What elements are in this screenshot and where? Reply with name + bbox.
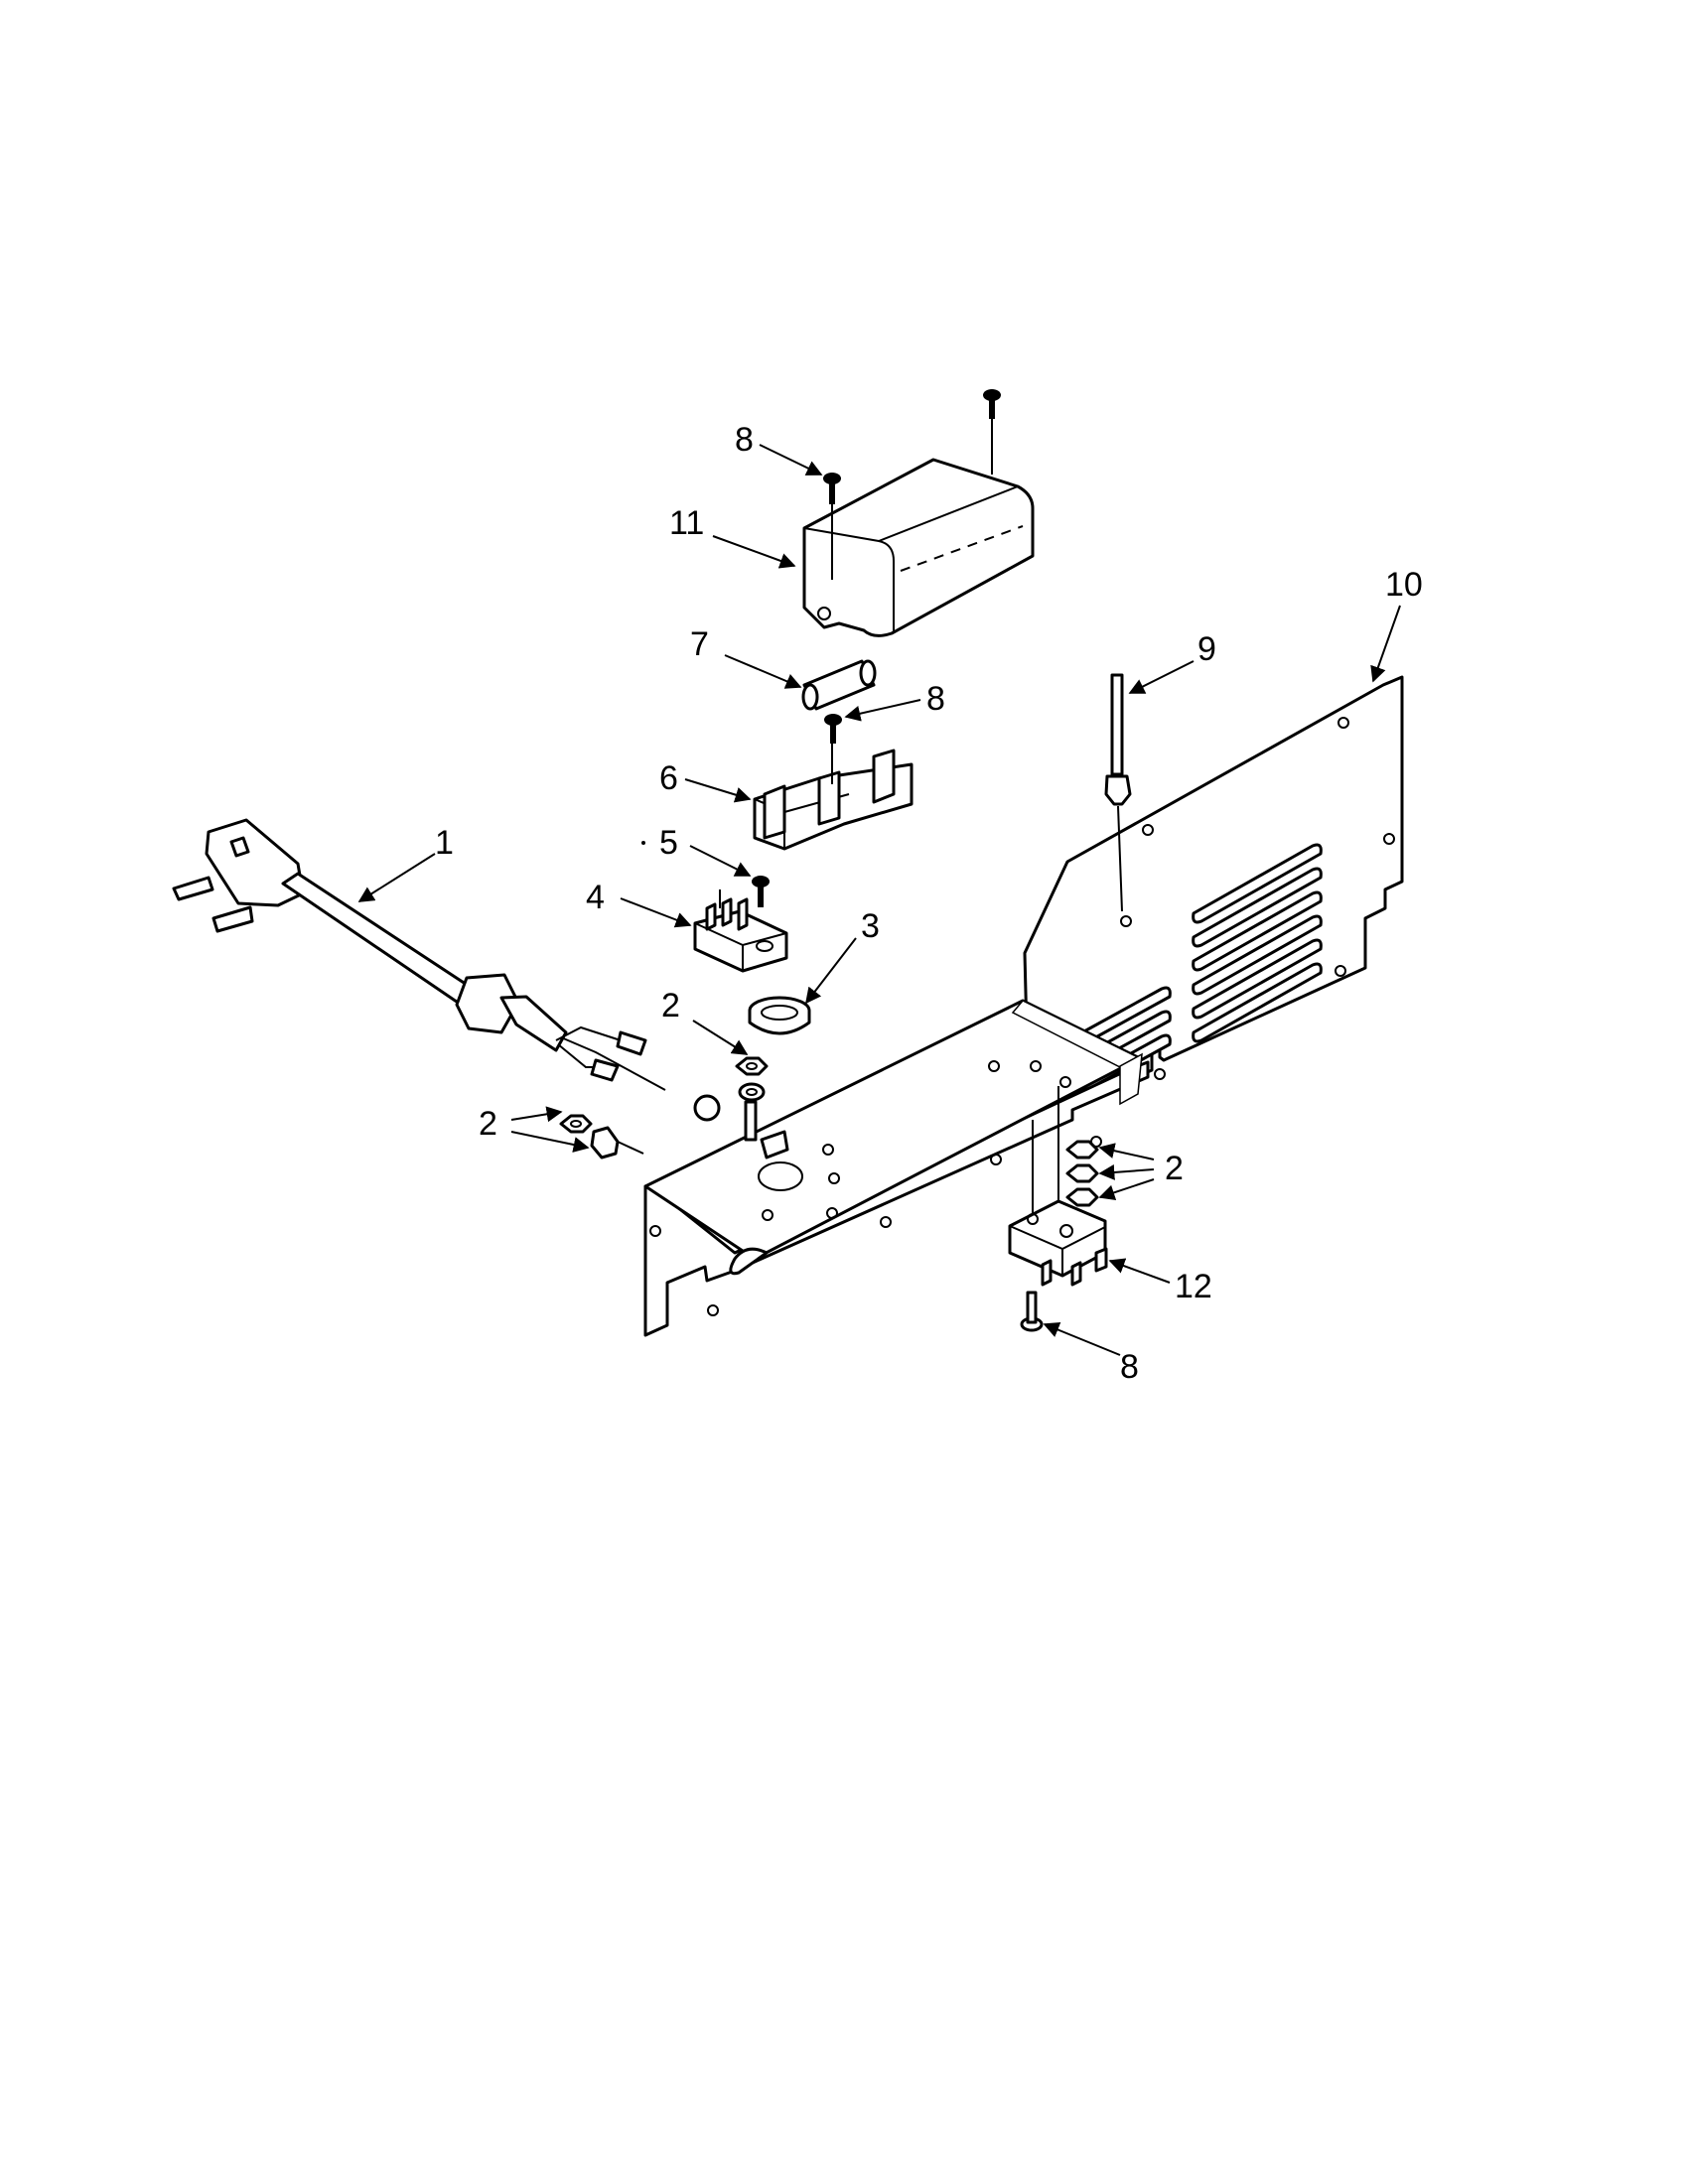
callout-8-b: 8 (926, 680, 945, 718)
callout-8-c: 8 (1120, 1348, 1139, 1386)
callout-10: 10 (1385, 566, 1423, 604)
callout-12: 12 (1175, 1268, 1212, 1305)
screw-part-8-b (983, 389, 1001, 475)
leader-2b1 (510, 1106, 563, 1123)
leader-2c2 (1098, 1163, 1155, 1180)
leader-8a (759, 444, 823, 476)
nut-part-2-c (559, 1114, 593, 1134)
base-plate (643, 999, 1150, 1337)
leader-5 (689, 845, 752, 877)
nut-part-2-f (1065, 1163, 1099, 1183)
side-panel-part-10 (1023, 675, 1404, 1126)
leader-3 (805, 937, 857, 1005)
leader-1 (357, 853, 436, 902)
screw-part-8-a (823, 473, 841, 504)
nut-part-2-a (735, 1056, 769, 1076)
leader-2c3 (1098, 1178, 1155, 1201)
callout-7: 7 (690, 625, 709, 663)
callout-4: 4 (586, 879, 605, 916)
callout-2-a: 2 (661, 987, 680, 1024)
leader-11 (712, 535, 796, 569)
leader-10 (1370, 605, 1401, 683)
screw-part-8-d (1020, 1291, 1044, 1332)
nut-part-2-g (1065, 1187, 1099, 1207)
power-cord-part-1 (172, 818, 721, 1122)
callout-8-a: 8 (735, 421, 754, 459)
leader-2b2 (510, 1131, 590, 1153)
fuse-holder-part-6 (753, 737, 914, 851)
leader-2a (692, 1020, 749, 1055)
callout-5: 5 (659, 824, 678, 862)
louvers-upper (1192, 843, 1323, 1043)
cover-box-part-11 (802, 458, 1035, 637)
callout-11: 11 (669, 504, 704, 542)
leader-12 (1108, 1258, 1171, 1284)
terminal-block-part-4 (693, 889, 788, 973)
bushing-part-3 (748, 996, 811, 1035)
fuse-part-7 (801, 659, 877, 711)
speck-mark (641, 841, 645, 845)
leader-9 (1128, 660, 1195, 694)
screw-part-8-c (824, 714, 842, 744)
leader-4 (620, 897, 692, 928)
nut-part-2-e (1065, 1140, 1099, 1160)
callout-9: 9 (1197, 630, 1216, 668)
cable-tie-part-9 (1104, 673, 1132, 912)
screw-part-5 (752, 876, 770, 907)
callout-2-b: 2 (479, 1105, 497, 1143)
switch-part-12 (1008, 1199, 1108, 1287)
callout-labels: 1 2 2 2 3 4 5 6 7 8 8 8 9 10 11 12 (435, 421, 1423, 1386)
leader-6 (684, 778, 752, 803)
leader-8d (1043, 1322, 1121, 1356)
callout-2-c: 2 (1165, 1150, 1184, 1187)
leader-lines (357, 444, 1401, 1356)
callout-3: 3 (861, 907, 880, 945)
callout-6: 6 (659, 759, 678, 797)
callout-1: 1 (435, 824, 454, 862)
leader-2c1 (1098, 1143, 1155, 1160)
leader-7 (724, 654, 802, 689)
leader-8c (844, 699, 921, 722)
washer-part-2-b (738, 1082, 766, 1142)
clip-part-2-d (590, 1126, 644, 1160)
